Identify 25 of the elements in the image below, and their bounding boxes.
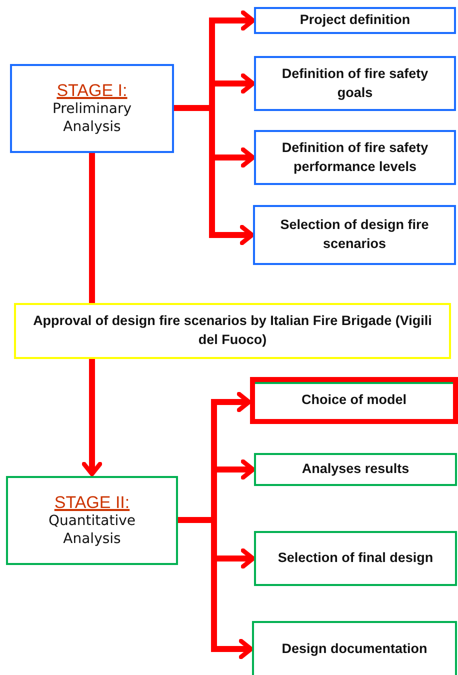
stage-heading: STAGE II: bbox=[54, 493, 130, 513]
box-label: Selection of final design bbox=[278, 549, 434, 568]
process-box bbox=[253, 205, 456, 265]
box-label: Design documentation bbox=[282, 640, 428, 658]
box-label: Definition of fire safety performance levels bbox=[280, 138, 430, 176]
stage-label: Preliminary Analysis bbox=[51, 101, 133, 136]
stage-box bbox=[6, 476, 178, 565]
box-label: Analyses results bbox=[302, 460, 410, 478]
process-box bbox=[254, 453, 457, 486]
process-box bbox=[254, 130, 456, 185]
box-label: Selection of design fire scenarios bbox=[279, 216, 430, 253]
stage-box bbox=[10, 64, 174, 153]
process-box bbox=[250, 377, 458, 424]
process-box bbox=[254, 7, 456, 34]
arrow bbox=[82, 359, 102, 476]
box-label: Choice of model bbox=[301, 391, 406, 410]
stage-label: Quantitative Analysis bbox=[47, 513, 137, 548]
process-box bbox=[254, 531, 457, 586]
approval-box bbox=[14, 303, 451, 359]
box-label: Definition of fire safety goals bbox=[280, 64, 430, 102]
process-box bbox=[254, 56, 456, 111]
box-label: Project definition bbox=[300, 11, 410, 30]
stage-heading: STAGE I: bbox=[56, 81, 128, 101]
process-box bbox=[252, 621, 457, 675]
box-label: Approval of design fire scenarios by Italian Fire Brigade (Vigili del Fuoco) bbox=[32, 312, 433, 349]
